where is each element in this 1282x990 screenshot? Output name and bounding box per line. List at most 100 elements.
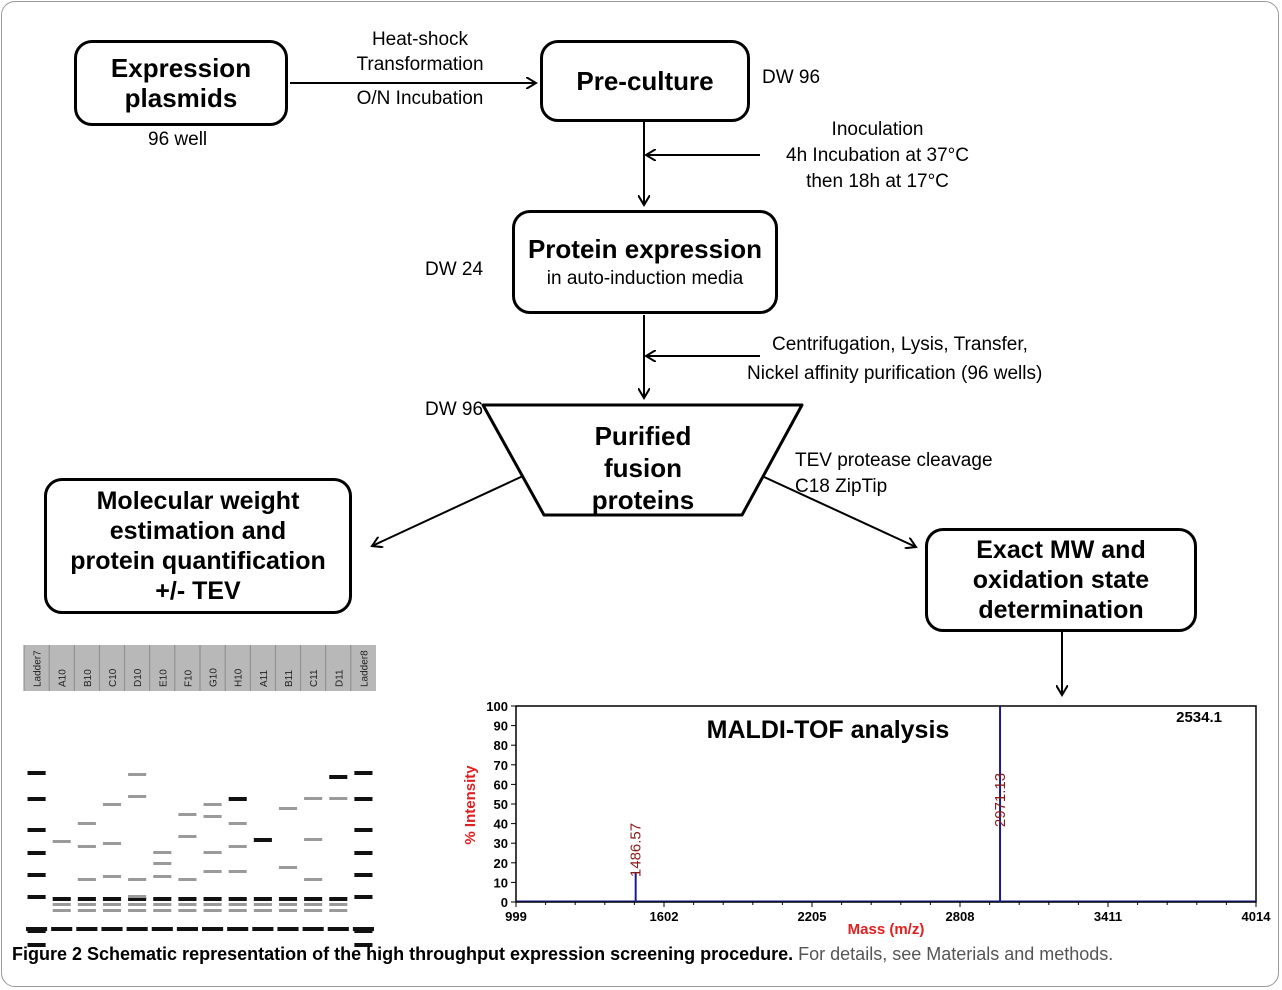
gel-band: [77, 878, 96, 881]
mw-estimation-box: Molecular weight estimation and protein …: [44, 478, 352, 614]
figure-caption: Figure 2 Schematic representation of the…: [12, 944, 1113, 965]
gel-band: [304, 797, 323, 800]
gel-band: [128, 878, 147, 881]
y-tick-label: 90: [494, 719, 508, 734]
gel-band: [153, 875, 172, 878]
gel-band: [203, 897, 222, 901]
gel-band: [354, 943, 373, 947]
x-tick-label: 4014: [1242, 909, 1272, 924]
gel-band: [178, 835, 197, 838]
gel-lane-label: C11: [309, 669, 320, 687]
gel-band: [27, 943, 46, 947]
expression-title: Protein expression: [527, 234, 763, 264]
gel-band: [354, 851, 373, 855]
gel-band: [153, 851, 172, 854]
gel-band: [178, 813, 197, 816]
purified-note: DW 96: [425, 399, 484, 420]
gel-band: [329, 775, 348, 779]
gel-band: [153, 909, 172, 912]
inoculation-label-3: then 18h at 17°C: [806, 171, 949, 192]
gel-band: [253, 838, 272, 842]
gel-band: [27, 851, 46, 855]
gel-lane-label: G10: [209, 668, 220, 687]
gel-band: [354, 771, 373, 775]
gel-lane-label: B11: [284, 670, 295, 687]
gel-band: [253, 897, 272, 901]
gel-lane-label: B10: [83, 669, 94, 687]
gel-band: [203, 815, 222, 818]
gel-band: [203, 851, 222, 854]
gel-lane-label: E10: [158, 669, 169, 687]
caption-title: Figure 2 Schematic representation of the…: [12, 944, 794, 964]
gel-band: [304, 878, 323, 881]
gel-band: [278, 897, 298, 901]
chart-ylabel: % Intensity: [462, 765, 479, 845]
peak-label: 1486.57: [628, 823, 645, 877]
gel-bottom-band: [76, 927, 98, 931]
gel-band: [77, 909, 96, 912]
transform-label-2: Transformation: [356, 54, 484, 75]
gel-band: [228, 845, 247, 848]
transform-label-3: O/N Incubation: [356, 88, 484, 109]
gel-band: [278, 866, 298, 869]
gel-bottom-band: [202, 927, 224, 931]
gel-band: [304, 838, 323, 841]
y-tick-label: 70: [494, 758, 508, 773]
gel-lane-label: A11: [259, 670, 270, 687]
gel-band: [77, 822, 96, 825]
gel-lane-label: H10: [234, 668, 245, 687]
gel-band: [228, 903, 247, 906]
gel-band: [329, 897, 348, 901]
gel-bottom-band: [26, 927, 48, 931]
y-tick-label: 60: [494, 777, 508, 792]
gel-lane-label: F10: [183, 669, 194, 687]
gel-band: [77, 845, 96, 848]
gel-bottom-band: [176, 927, 198, 931]
gel-band: [52, 903, 71, 906]
y-tick-label: 10: [494, 875, 508, 890]
purified-title-2: fusion: [604, 453, 682, 483]
gel-band: [304, 909, 323, 912]
plasmids-note: 96 well: [148, 129, 208, 150]
gel-bottom-band: [126, 927, 148, 931]
plasmids-title-1: Expression: [110, 53, 252, 83]
gel-band: [304, 903, 323, 906]
chart-title: MALDI-TOF analysis: [707, 716, 950, 744]
gel-band: [203, 870, 222, 873]
arrow-purified-to-mw: [372, 475, 524, 546]
gel-band: [228, 909, 247, 912]
gel-band: [77, 903, 96, 906]
expression-plasmids-box: Expression plasmids: [74, 40, 288, 126]
gel-band: [253, 903, 272, 906]
gel-lane-label: C10: [108, 668, 119, 687]
gel-band: [102, 875, 122, 878]
gel-band: [153, 897, 172, 901]
gel-lane-label: D11: [334, 669, 345, 687]
gel-band: [329, 797, 348, 800]
x-tick-label: 2808: [946, 909, 975, 924]
chart-xlabel: Mass (m/z): [848, 921, 925, 938]
gel-bottom-band: [327, 927, 349, 931]
gel-band: [128, 795, 147, 798]
gel-band: [178, 878, 197, 881]
arrow-purified-to-exact: [761, 475, 916, 547]
gel-band: [278, 909, 298, 912]
gel-band: [354, 873, 373, 877]
tev-label-1: TEV protease cleavage: [795, 450, 993, 471]
gel-band: [228, 797, 247, 801]
gel-band: [253, 909, 272, 912]
gel-bottom-band: [252, 927, 274, 931]
gel-bottom-band: [302, 927, 324, 931]
exact-title-2: oxidation state: [972, 566, 1150, 594]
gel-band: [153, 903, 172, 906]
y-tick-label: 30: [494, 836, 508, 851]
mw-title-1: Molecular weight: [96, 487, 300, 515]
preculture-title: Pre-culture: [576, 65, 714, 96]
x-tick-label: 3411: [1094, 909, 1122, 924]
gel-band: [27, 771, 46, 775]
x-tick-label: 2205: [798, 909, 827, 924]
gel-band: [228, 897, 247, 901]
